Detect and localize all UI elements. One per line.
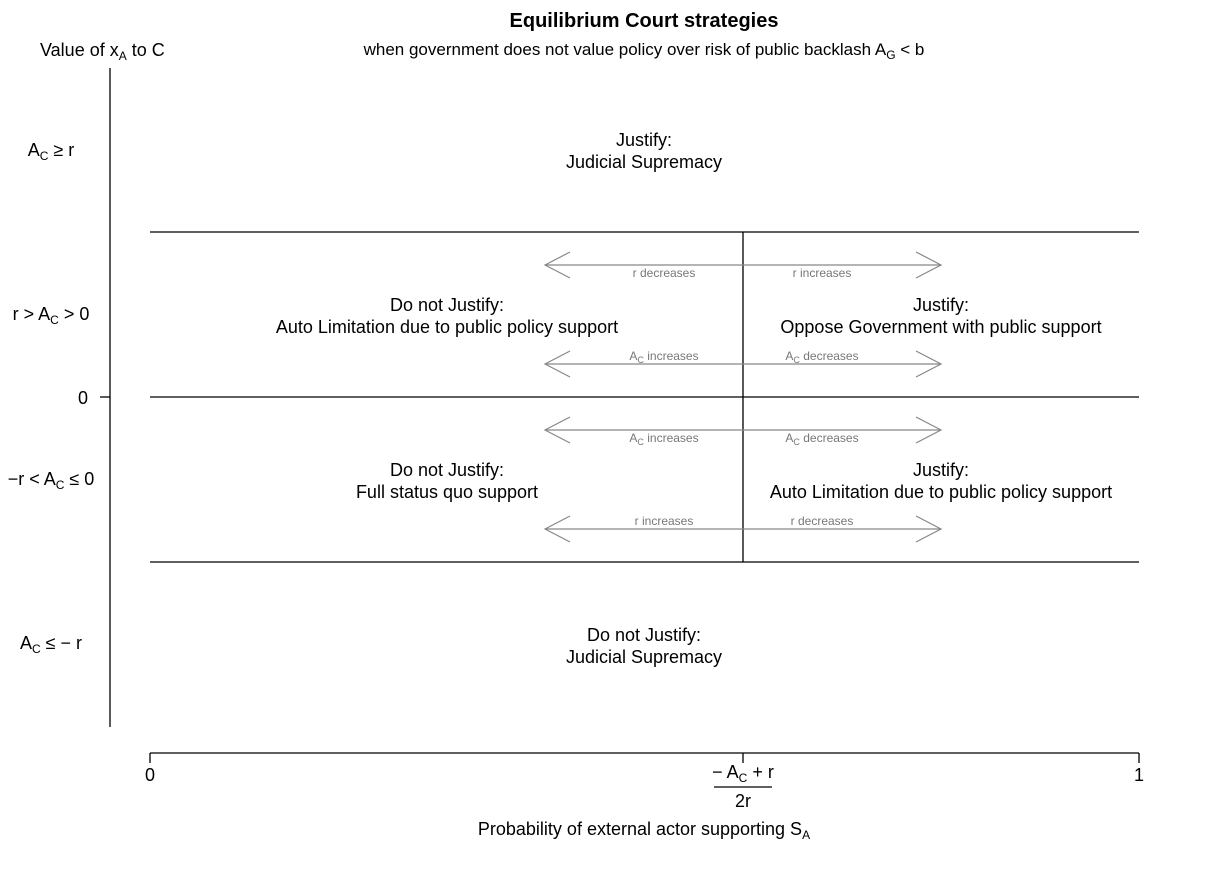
double-arrow-1 (543, 251, 943, 279)
y-axis-label: Value of xA to C (40, 40, 165, 63)
arrow-3-left-label: AC increases (629, 431, 698, 447)
double-arrow-3 (543, 416, 943, 444)
x-tick-label-min: 0 (145, 765, 155, 785)
arrow-3-right-label: AC decreases (785, 431, 858, 447)
arrow-4-left-label: r increases (635, 514, 694, 528)
region-top-line1: Justify: (616, 130, 672, 150)
region-upper-right-line1: Justify: (913, 295, 969, 315)
y-level-label-top: AC ≥ r (28, 140, 75, 163)
region-upper-right-line2: Oppose Government with public support (780, 317, 1101, 337)
arrow-4-right-label: r decreases (791, 514, 854, 528)
double-arrow-2 (543, 350, 943, 378)
region-upper-left-line2: Auto Limitation due to public policy sup… (276, 317, 618, 337)
x-axis-label: Probability of external actor supporting… (478, 819, 810, 842)
arrow-2-left-label: AC increases (629, 349, 698, 365)
region-top-line2: Judicial Supremacy (566, 152, 722, 172)
x-threshold-denominator: 2r (735, 791, 751, 811)
region-bottom-line2: Judicial Supremacy (566, 647, 722, 667)
arrow-1-left-label: r decreases (633, 266, 696, 280)
region-lower-left-line2: Full status quo support (356, 482, 538, 502)
y-level-label-bottom: AC ≤ − r (20, 633, 82, 656)
x-threshold-numerator: − AC + r (712, 762, 774, 785)
region-lower-right-line1: Justify: (913, 460, 969, 480)
diagram-title: Equilibrium Court strategies (510, 10, 779, 32)
y-level-label-zero: 0 (78, 388, 88, 408)
x-tick-label-max: 1 (1134, 765, 1144, 785)
y-level-label-upper: r > AC > 0 (13, 304, 90, 327)
diagram-subtitle: when government does not value policy ov… (363, 40, 925, 62)
arrow-1-right-label: r increases (793, 266, 852, 280)
region-upper-left-line1: Do not Justify: (390, 295, 504, 315)
region-lower-left-line1: Do not Justify: (390, 460, 504, 480)
arrow-2-right-label: AC decreases (785, 349, 858, 365)
region-bottom-line1: Do not Justify: (587, 625, 701, 645)
double-arrow-4 (543, 515, 943, 543)
region-lower-right-line2: Auto Limitation due to public policy sup… (770, 482, 1112, 502)
y-level-label-lower: −r < AC ≤ 0 (8, 469, 95, 492)
